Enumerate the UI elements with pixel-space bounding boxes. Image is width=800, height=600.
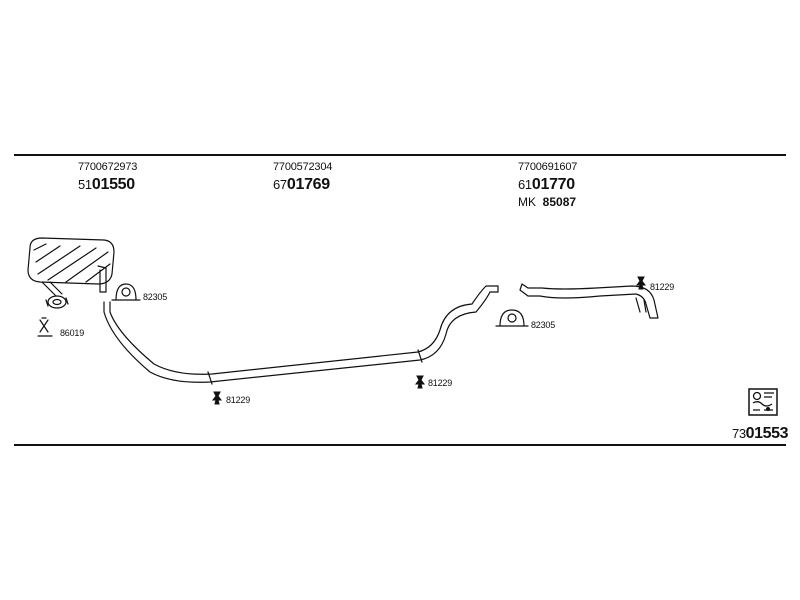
- mounting-kit-label: MK 85087: [518, 195, 576, 209]
- part-code-prefix: 61: [518, 177, 532, 192]
- part-code-prefix: 51: [78, 177, 92, 192]
- clamp-1: [111, 283, 141, 301]
- hanger-1-label: 81229: [226, 395, 251, 405]
- hanger-2-label: 81229: [428, 378, 453, 388]
- part-code-3: 6101770: [518, 176, 575, 194]
- middle-pipe: [103, 285, 499, 385]
- gasket-86019-symbol: [37, 317, 53, 337]
- gasket-label: 86019: [60, 328, 85, 338]
- part-code-2: 6701769: [273, 176, 330, 194]
- top-rule: [14, 154, 786, 156]
- tail-pipe: [519, 283, 659, 319]
- footer-code-prefix: 73: [732, 426, 746, 441]
- footer-code-main: 01553: [745, 425, 789, 442]
- part-code-1: 5101550: [78, 176, 135, 194]
- mk-number: 85087: [542, 195, 577, 209]
- hanger-icon: [636, 276, 646, 290]
- part-oe-number-2: 7700572304: [273, 161, 333, 173]
- hanger-icon: [212, 391, 222, 405]
- part-code-main: 01550: [91, 176, 135, 193]
- clamp-1-label: 82305: [143, 292, 168, 302]
- front-muffler: [27, 237, 115, 297]
- clamp-2: [495, 309, 529, 327]
- mk-prefix: MK: [518, 195, 536, 209]
- clamp-2-label: 82305: [531, 320, 556, 330]
- part-code-main: 01769: [286, 176, 330, 193]
- part-code-main: 01770: [531, 176, 575, 193]
- part-code-prefix: 67: [273, 177, 287, 192]
- hanger-symbols: [212, 276, 646, 405]
- hanger-icon: [415, 375, 425, 389]
- bottom-rule: [14, 444, 786, 446]
- gasket-flange: [45, 295, 69, 309]
- part-oe-number-3: 7700691607: [518, 161, 578, 173]
- hanger-3-label: 81229: [650, 282, 675, 292]
- part-oe-number-1: 7700672973: [78, 161, 138, 173]
- footer-code: 7301553: [732, 425, 789, 443]
- mounting-kit-icon: [748, 388, 778, 416]
